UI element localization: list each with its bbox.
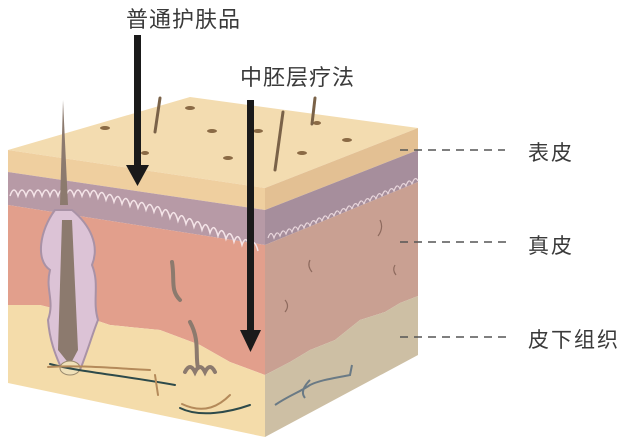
dermal-papillae [9, 189, 259, 252]
hair-follicle [39, 100, 100, 376]
pores [100, 106, 352, 160]
label-epidermis: 表皮 [528, 141, 574, 165]
epidermis-side-face [265, 128, 418, 210]
side-vessel [274, 364, 353, 406]
dermis-side-face [265, 182, 418, 375]
label-subcutaneous: 皮下组织 [528, 328, 620, 352]
leader-lines [400, 149, 510, 338]
subcutaneous-side-face [265, 296, 418, 437]
sweat-gland [170, 260, 217, 377]
label-regular-skincare: 普通护肤品 [126, 8, 242, 33]
label-dermis: 真皮 [528, 234, 574, 258]
surface-hairs [153, 96, 317, 172]
basal-layer-side [265, 150, 418, 245]
epidermis-top-face [8, 97, 418, 188]
side-dermis-fibers [284, 219, 397, 313]
arrow-mesotherapy [240, 100, 261, 352]
side-papillae [267, 178, 419, 240]
label-mesotherapy: 中胚层疗法 [240, 66, 356, 91]
arrow-regular-skincare [126, 35, 149, 186]
vessels [47, 363, 251, 415]
